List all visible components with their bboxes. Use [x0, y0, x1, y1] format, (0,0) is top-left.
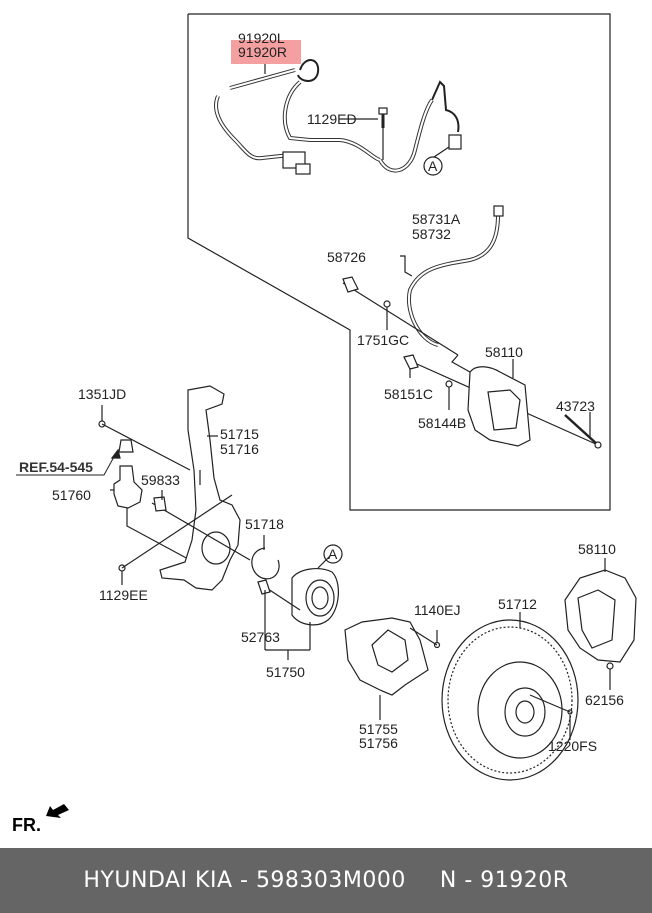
callout-1351JD[interactable]: 1351JD	[78, 386, 127, 402]
diagram-drawing	[16, 13, 637, 781]
callout-58110-inset[interactable]: 58110	[485, 344, 523, 360]
callout-58151C[interactable]: 58151C	[384, 386, 434, 402]
position-number: 91920R	[480, 868, 569, 893]
callout-58732[interactable]: 58732	[412, 226, 451, 242]
callout-59833[interactable]: 59833	[141, 472, 180, 488]
callout-51756[interactable]: 51756	[359, 735, 398, 751]
hub-group	[251, 535, 343, 660]
separator: -	[232, 868, 256, 893]
callout-marker-a-top[interactable]: A	[428, 158, 438, 174]
callout-1129EE[interactable]: 1129EE	[99, 587, 148, 603]
part-number: 598303M000	[255, 868, 406, 893]
dust-cover-group	[344, 617, 441, 720]
parts-diagram: 91920L 91920R 1129ED A 58731A 58732 5872…	[12, 13, 637, 836]
lower-caliper-group	[564, 558, 637, 690]
callout-marker-a-bottom[interactable]: A	[328, 546, 338, 562]
brake-hose-caliper-group	[342, 205, 602, 449]
callout-43723[interactable]: 43723	[556, 398, 595, 414]
callout-51712[interactable]: 51712	[498, 596, 537, 612]
front-direction-arrow-icon	[46, 804, 69, 818]
callout-1140EJ[interactable]: 1140EJ	[414, 602, 461, 618]
callout-52763[interactable]: 52763	[241, 629, 280, 645]
callout-58731A[interactable]: 58731A	[412, 211, 461, 227]
front-orientation-label: FR.	[12, 815, 41, 836]
callout-58110-disc[interactable]: 58110	[578, 541, 616, 557]
part-info-footer: HYUNDAI KIA - 598303M000 N - 91920R	[0, 848, 652, 913]
brand-name: HYUNDAI KIA	[83, 868, 233, 893]
callout-62156[interactable]: 62156	[585, 692, 624, 708]
callout-91920R[interactable]: 91920R	[238, 44, 288, 60]
callout-51760[interactable]: 51760	[52, 487, 91, 503]
callout-51716[interactable]: 51716	[220, 441, 259, 457]
knuckle-group	[16, 385, 251, 591]
callout-58144B[interactable]: 58144B	[418, 415, 467, 431]
callout-51750[interactable]: 51750	[266, 664, 305, 680]
inset-frame	[187, 13, 611, 511]
brake-disc-group	[441, 612, 579, 781]
wheel-speed-sensor-harness	[214, 59, 462, 176]
highlight-box	[231, 40, 301, 64]
callout-51755[interactable]: 51755	[359, 721, 398, 737]
callout-1220FS[interactable]: 1220FS	[548, 738, 598, 754]
position-prefix: N -	[439, 868, 481, 893]
reference-54-545[interactable]: REF.54-545	[19, 459, 93, 475]
callout-58726[interactable]: 58726	[327, 249, 366, 265]
callout-51718[interactable]: 51718	[245, 516, 284, 532]
marker-a-circle-bottom	[323, 544, 343, 564]
callout-51715[interactable]: 51715	[220, 426, 259, 442]
callout-1129ED[interactable]: 1129ED	[307, 111, 357, 127]
marker-a-circle-top	[423, 156, 443, 176]
front-label-text: FR.	[12, 815, 41, 835]
callout-91920L[interactable]: 91920L	[238, 30, 285, 46]
callout-1751GC[interactable]: 1751GC	[357, 332, 410, 348]
